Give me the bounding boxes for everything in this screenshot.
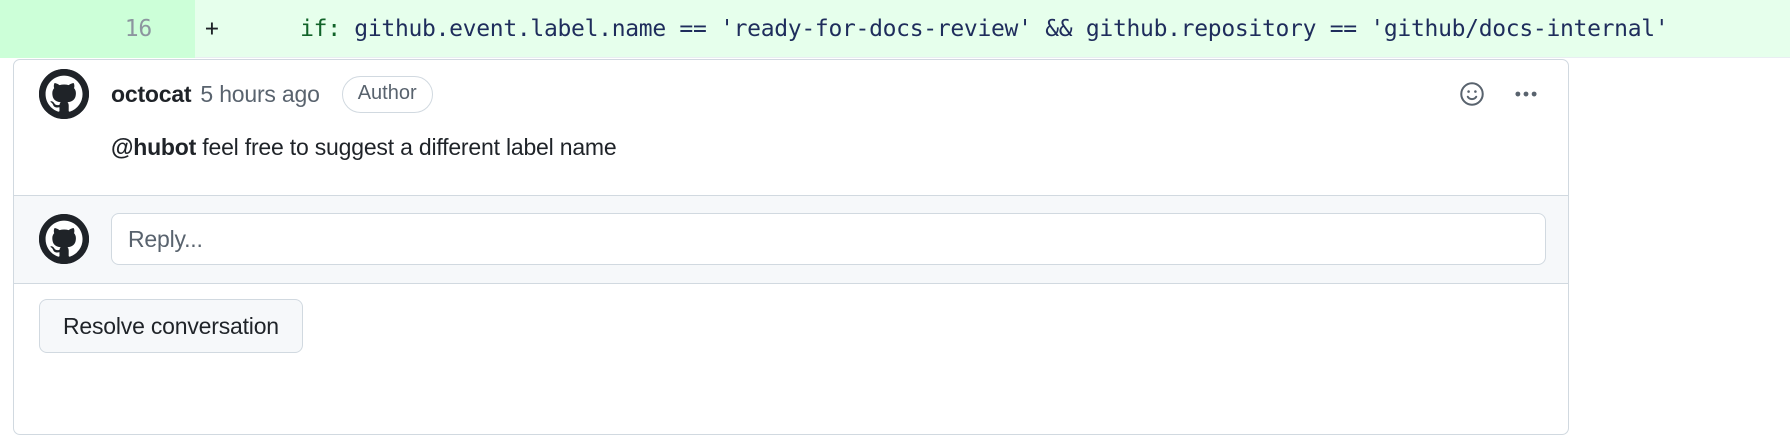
- reply-input[interactable]: [111, 213, 1546, 265]
- github-octocat-avatar-icon: [39, 69, 89, 119]
- thread-footer: Resolve conversation: [14, 282, 1568, 369]
- comment-author-link[interactable]: octocat: [111, 80, 192, 107]
- diff-line-row: 16 + if: github.event.label.name == 'rea…: [0, 0, 1790, 58]
- smiley-icon[interactable]: [1452, 74, 1492, 114]
- author-badge: Author: [341, 75, 433, 113]
- diff-code-key: if:: [273, 15, 341, 42]
- comment-timestamp[interactable]: 5 hours ago: [200, 80, 320, 107]
- comment-actions: [1452, 74, 1546, 114]
- kebab-horizontal-icon[interactable]: [1506, 74, 1546, 114]
- github-octocat-avatar-icon: [39, 214, 89, 264]
- comment-header: octocat 5 hours ago Author: [14, 60, 1568, 128]
- diff-line-number[interactable]: 16: [0, 0, 195, 58]
- user-mention-link[interactable]: @hubot: [111, 134, 197, 160]
- resolve-conversation-button[interactable]: Resolve conversation: [39, 299, 303, 353]
- reply-row: [14, 194, 1568, 283]
- comment-meta: octocat 5 hours ago Author: [111, 75, 1452, 113]
- comment-body: @hubot feel free to suggest a different …: [14, 128, 1568, 195]
- diff-code-value: github.event.label.name == 'ready-for-do…: [340, 15, 1669, 42]
- comment-body-text: feel free to suggest a different label n…: [196, 134, 617, 160]
- diff-addition-marker: +: [205, 15, 219, 42]
- diff-code-line[interactable]: if: github.event.label.name == 'ready-fo…: [273, 0, 1790, 58]
- review-comment-thread-card: octocat 5 hours ago Author: [13, 59, 1569, 435]
